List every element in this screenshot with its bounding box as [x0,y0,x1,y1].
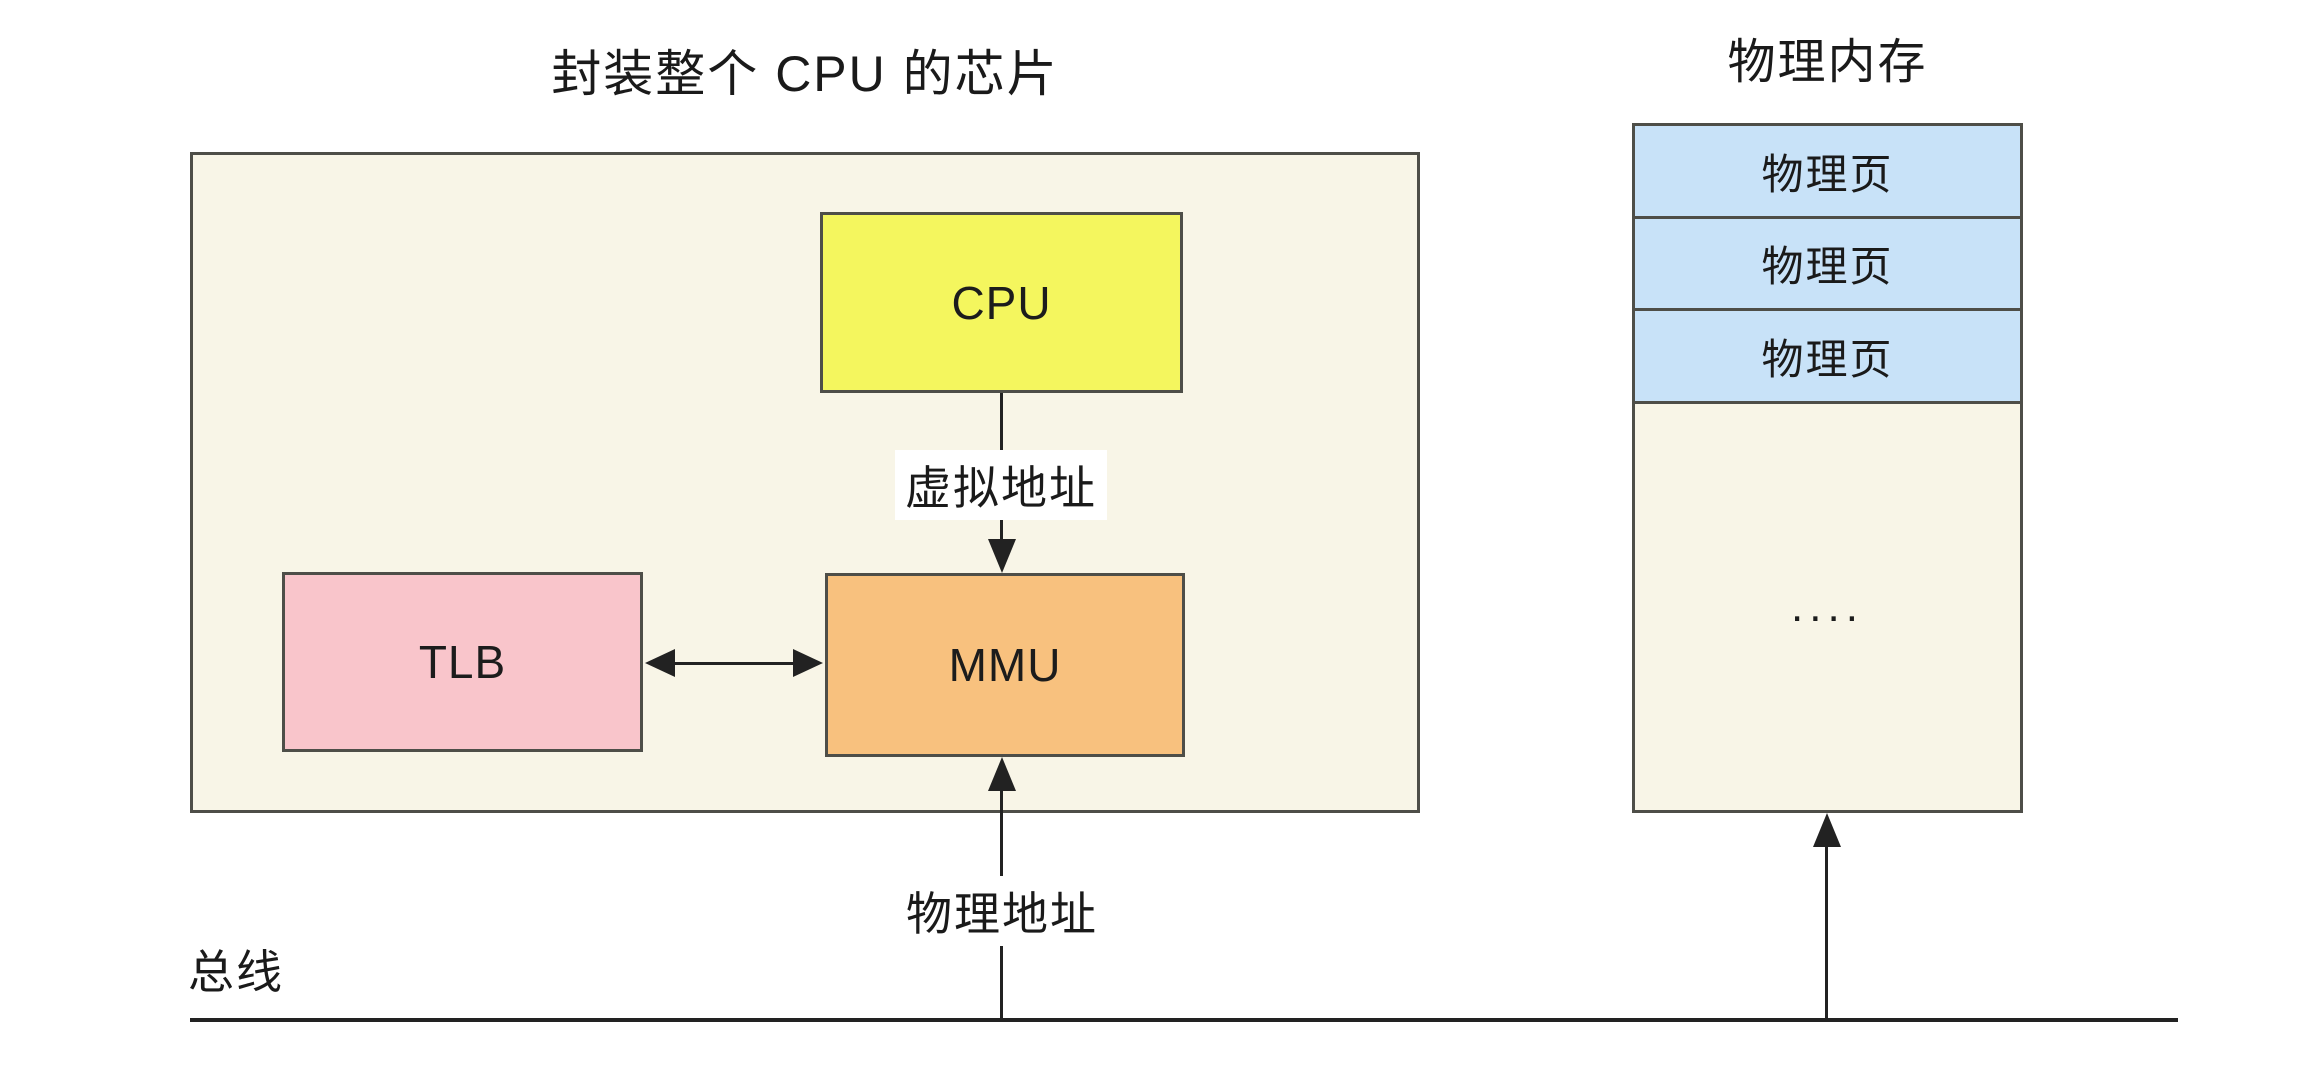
physical-page-row: 物理页 [1635,219,2020,311]
physical-page-label: 物理页 [1761,243,1894,290]
physical-memory-box: 物理页 物理页 物理页 .... [1632,123,2023,813]
bus-line [190,1018,2178,1022]
chip-title: 封装整个 CPU 的芯片 [551,46,1059,102]
virtual-address-label: 虚拟地址 [895,450,1107,520]
physical-page-label: 物理页 [1761,335,1894,383]
tlb-mmu-arrow-line [668,662,804,665]
arrow-down-icon [988,539,1016,573]
memory-ellipsis: .... [1791,582,1864,631]
arrow-left-icon [645,649,675,677]
bus-to-memory-arrow-line [1825,847,1828,1020]
physical-address-label: 物理地址 [896,876,1108,946]
mmu-node: MMU [825,573,1185,757]
tlb-node: TLB [282,572,643,752]
physical-page-row: 物理页 [1635,311,2020,404]
arrow-right-icon [793,649,823,677]
arrow-up-icon [1813,813,1841,847]
tlb-node-label: TLB [418,636,507,688]
arrow-up-icon [988,757,1016,791]
cpu-node-label: CPU [951,276,1052,329]
cpu-node: CPU [820,212,1183,393]
physical-page-row: 物理页 [1635,126,2020,219]
physical-page-label: 物理页 [1761,150,1894,198]
mmu-node-label: MMU [948,639,1062,691]
physical-memory-title: 物理内存 [1727,36,1928,89]
bus-label: 总线 [188,946,284,998]
